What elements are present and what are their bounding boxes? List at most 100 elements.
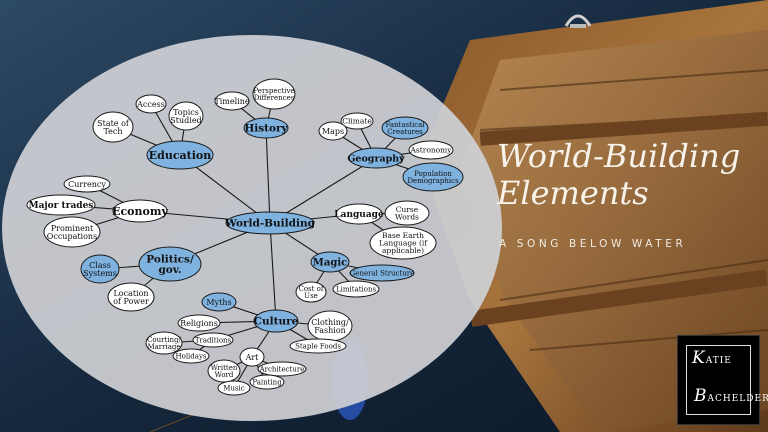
node-label: Timeline [214, 97, 249, 106]
node-shape [217, 380, 251, 396]
node-maps: Maps [318, 121, 348, 141]
node-economy: Economy [112, 199, 168, 223]
node-shape [348, 147, 404, 169]
node-shape [253, 309, 299, 333]
node-history: History [243, 117, 289, 139]
node-label: Astronomy [409, 146, 452, 155]
node-label: Staple Foods [295, 342, 341, 350]
node-label: Limitations [336, 285, 377, 293]
node-label: Painting [252, 378, 282, 386]
node-shape [107, 282, 155, 312]
node-culture: Culture [253, 309, 299, 333]
node-climate: Climate [340, 112, 374, 130]
node-shape [43, 216, 101, 248]
node-label: Economy [112, 205, 168, 218]
node-clothing: Clothing/Fashion [307, 310, 353, 342]
node-label: Culture [254, 316, 299, 328]
node-geography: Geography [347, 147, 405, 169]
node-label: Architecture [259, 365, 305, 373]
node-politics: Politics/gov. [138, 246, 202, 282]
node-label: General Structure [350, 269, 415, 277]
node-shape [310, 251, 350, 273]
node-courting: Courting/Marriage [145, 331, 183, 355]
node-shape [172, 348, 210, 364]
node-shape [384, 200, 430, 226]
node-shape [26, 194, 96, 216]
node-label: Traditions [195, 336, 232, 344]
node-shape [369, 226, 437, 260]
logo-first-name: ATIE [705, 356, 732, 366]
node-shape [146, 140, 214, 170]
node-magic: Magic [310, 251, 350, 273]
connector-center-history [265, 127, 271, 224]
cleat-icon [564, 14, 592, 28]
node-architecture: Architecture [257, 361, 307, 377]
node-shape [340, 112, 374, 130]
node-music: Music [217, 380, 251, 396]
node-shape [214, 91, 250, 111]
node-label: History [244, 123, 288, 135]
node-shape [145, 331, 183, 355]
node-access: Access [135, 94, 167, 114]
node-astronomy: Astronomy [408, 140, 454, 160]
node-label: Major trades [29, 201, 94, 211]
node-religions: Religions [177, 314, 221, 332]
node-shape [138, 246, 202, 282]
page-subtitle: A SONG BELOW WATER [499, 238, 687, 250]
node-shape [243, 117, 289, 139]
node-label: Courting/Marriage [147, 336, 181, 351]
node-major-trades: Major trades [26, 194, 96, 216]
node-shape [135, 94, 167, 114]
node-label: Music [223, 384, 245, 392]
node-timeline: Timeline [214, 91, 250, 111]
node-language: Language [334, 203, 384, 225]
node-shape [402, 162, 464, 192]
node-label: Education [149, 149, 212, 162]
node-shape [225, 211, 315, 235]
connector-center-culture [269, 222, 277, 322]
node-shape [239, 347, 265, 367]
node-label: Religions [180, 319, 218, 328]
node-shape [80, 254, 120, 284]
node-label: Clothing/Fashion [311, 318, 349, 335]
node-general: General Structure [349, 264, 415, 282]
node-shape [252, 78, 296, 110]
connector-center-geography [269, 157, 377, 224]
node-shape [349, 264, 415, 282]
node-staple: Staple Foods [289, 338, 347, 354]
node-shape [201, 292, 237, 312]
node-shape [192, 332, 234, 348]
node-label: Currency [68, 180, 106, 189]
node-label: Holidays [176, 352, 207, 360]
node-label: Politics/gov. [146, 253, 194, 276]
node-painting: Painting [249, 374, 285, 390]
node-shape [257, 361, 307, 377]
node-label: Magic [313, 258, 347, 269]
node-center: World-Building [224, 211, 316, 235]
node-shape [381, 116, 429, 140]
node-shape [408, 140, 454, 160]
page-title: World-Building Elements [497, 137, 741, 212]
node-shape [335, 203, 383, 225]
author-logo: KATIE BACHELDER [677, 335, 768, 425]
node-shape [318, 121, 348, 141]
node-currency: Currency [63, 175, 111, 193]
